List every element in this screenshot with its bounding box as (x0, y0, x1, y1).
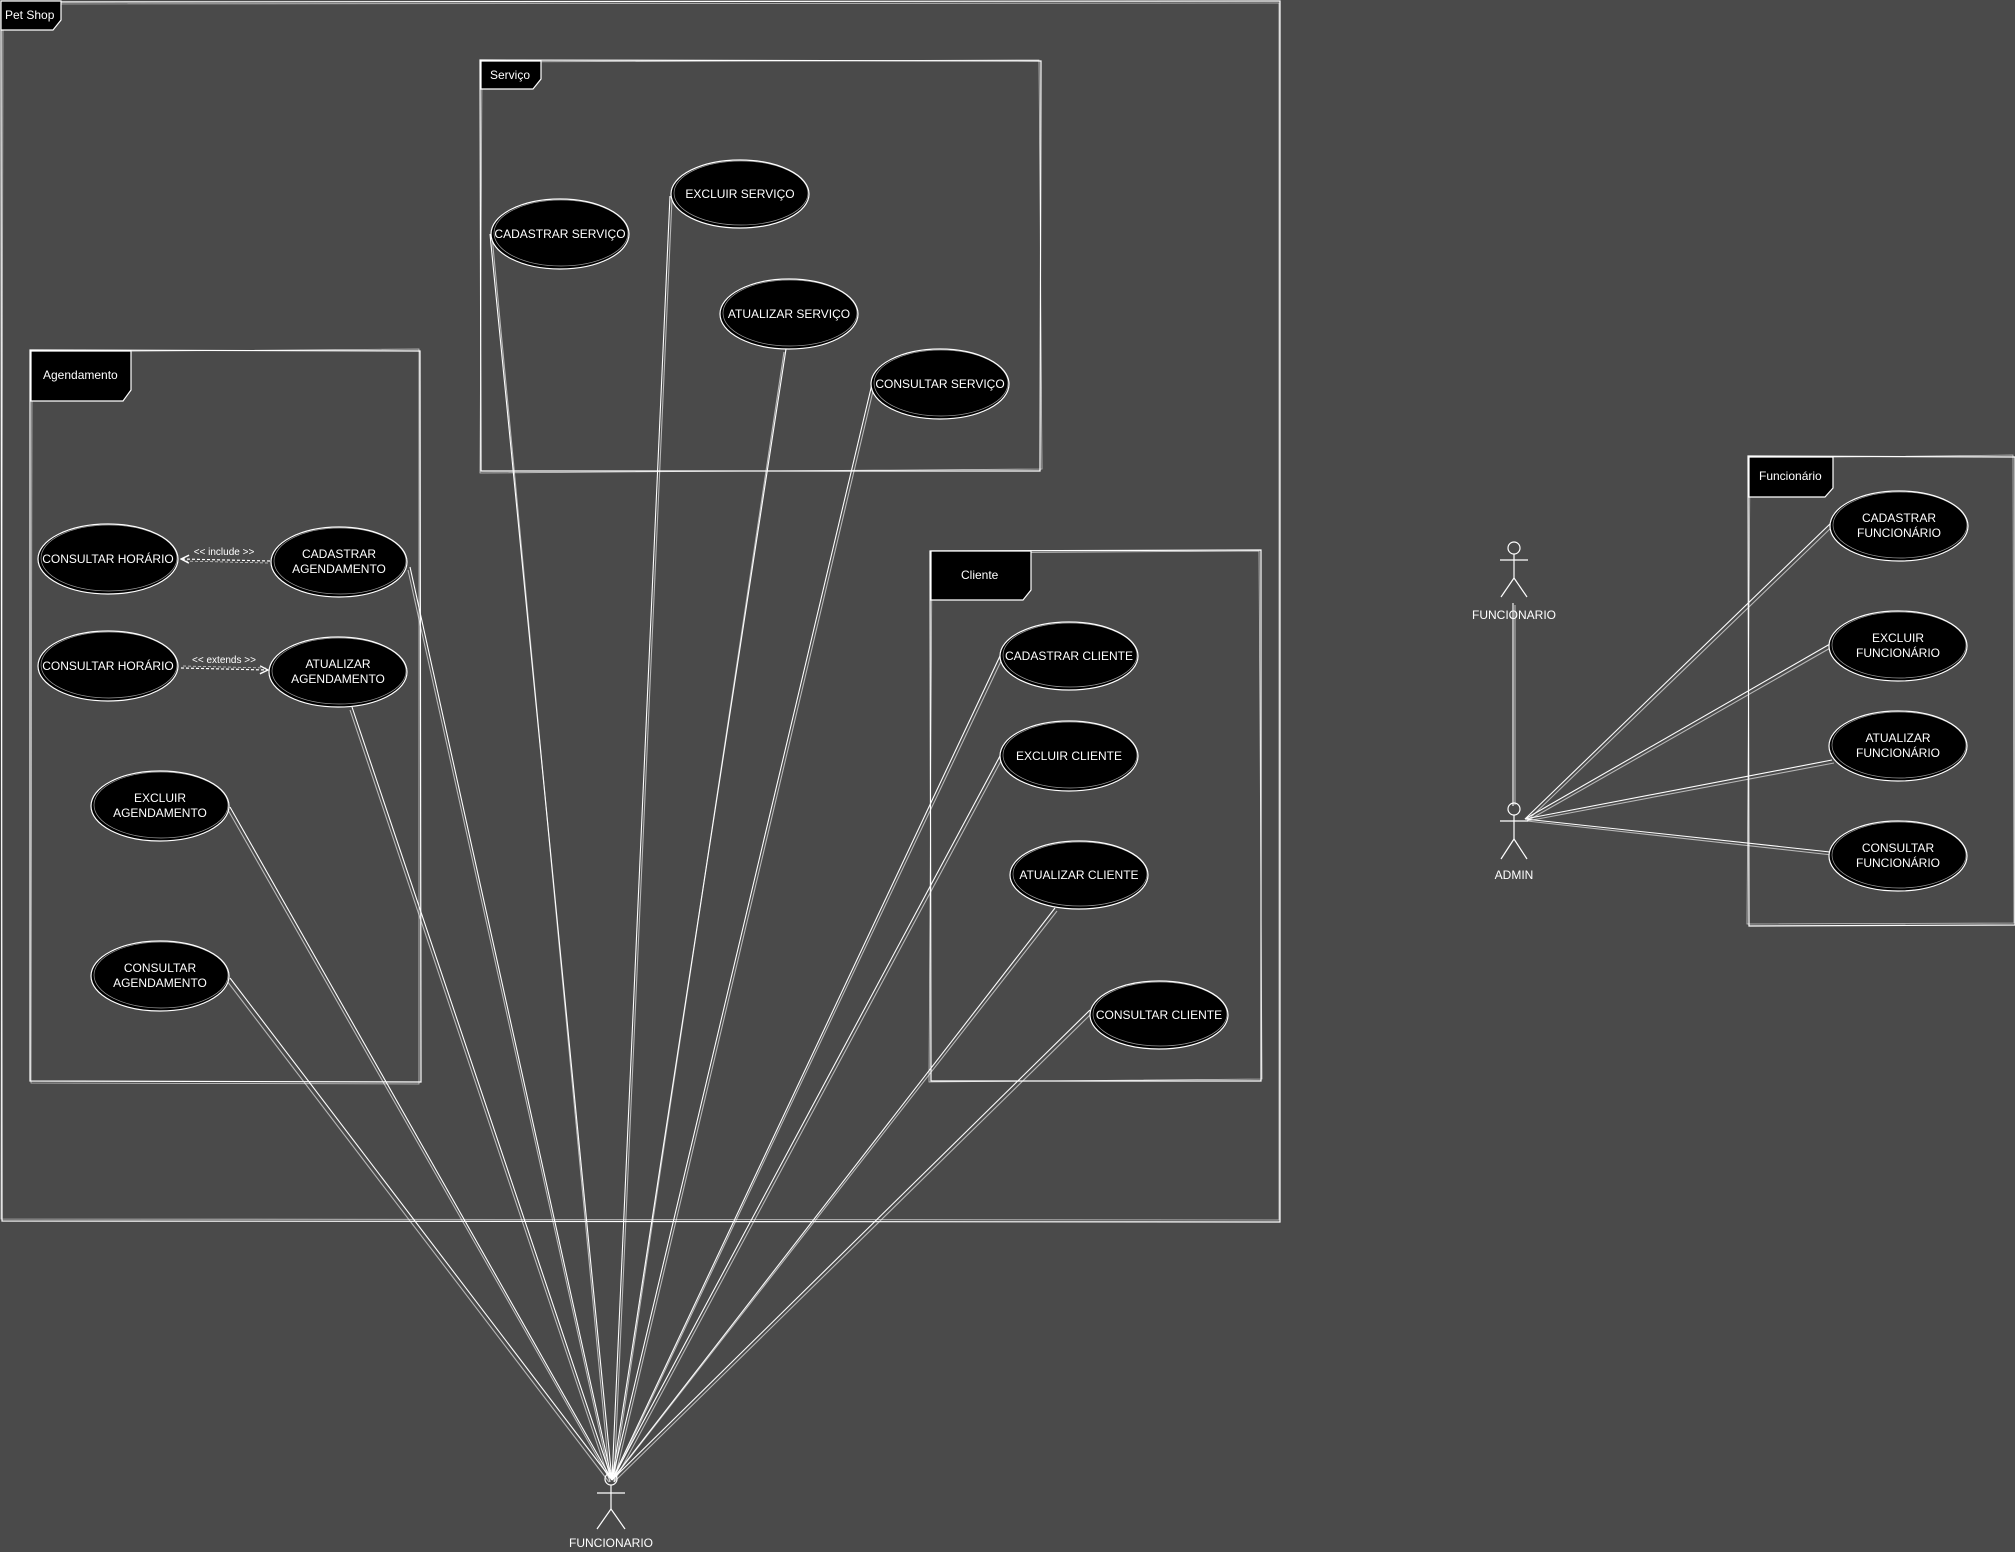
include-relation: << include >> (181, 547, 271, 563)
usecase-consultar-horario-2[interactable]: CONSULTAR HORÁRIO (37, 630, 179, 702)
frame-petshop: Pet Shop (0, 0, 1281, 1223)
frame-cliente-title: Cliente (961, 568, 999, 582)
usecase-label-line: FUNCIONÁRIO (1856, 855, 1940, 870)
frame-servico: Serviço (479, 59, 1043, 474)
include-label: << include >> (194, 547, 255, 558)
usecase-label: EXCLUIR SERVIÇO (685, 187, 794, 201)
frame-servico-title: Serviço (490, 68, 530, 82)
frame-petshop-title: Pet Shop (5, 8, 55, 22)
actor-label: FUNCIONARIO (569, 1536, 653, 1550)
stick-figure-icon (1500, 802, 1528, 860)
usecase-label-line: ATUALIZAR CLIENTE (1019, 868, 1138, 882)
usecase-label-line: EXCLUIR CLIENTE (1016, 749, 1122, 763)
usecase-consultar-cliente[interactable]: CONSULTAR CLIENTE (1089, 980, 1229, 1050)
usecase-consultar-horario-1[interactable]: CONSULTAR HORÁRIO (37, 523, 179, 595)
usecase-label-line: AGENDAMENTO (113, 806, 207, 820)
usecase-label-line: EXCLUIR (134, 791, 186, 805)
usecase-label-line: CADASTRAR (302, 547, 376, 561)
usecase-label-line: EXCLUIR (1872, 631, 1924, 645)
usecase-label: CONSULTAR CLIENTE (1096, 1008, 1222, 1022)
usecase-label-line: CONSULTAR CLIENTE (1096, 1008, 1222, 1022)
usecase-label-line: FUNCIONÁRIO (1856, 645, 1940, 660)
usecase-label-line: ATUALIZAR (305, 657, 370, 671)
usecase-label: CADASTRAR CLIENTE (1005, 649, 1133, 663)
usecase-label: ATUALIZAR CLIENTE (1019, 868, 1138, 882)
actor-label: ADMIN (1495, 868, 1534, 882)
extends-relation: << extends >> (180, 655, 268, 670)
usecase-atualizar-cliente[interactable]: ATUALIZAR CLIENTE (1009, 840, 1149, 910)
usecase-label-line: CADASTRAR CLIENTE (1005, 649, 1133, 663)
usecase-consultar-servico[interactable]: CONSULTAR SERVIÇO (870, 348, 1010, 420)
usecase-excluir-servico[interactable]: EXCLUIR SERVIÇO (670, 159, 810, 229)
usecase-label-line: CADASTRAR (1862, 511, 1936, 525)
frame-agendamento: Agendamento (29, 348, 422, 1085)
usecase-label-line: CONSULTAR (1862, 841, 1935, 855)
usecase-label-line: ATUALIZAR (1865, 731, 1930, 745)
usecase-label-line: CADASTRAR SERVIÇO (494, 227, 625, 241)
usecase-label: CONSULTAR HORÁRIO (42, 551, 174, 566)
usecase-label: CONSULTAR SERVIÇO (875, 377, 1004, 391)
usecase-excluir-cliente[interactable]: EXCLUIR CLIENTE (999, 720, 1139, 792)
usecase-label: EXCLUIR CLIENTE (1016, 749, 1122, 763)
usecase-cadastrar-cliente[interactable]: CADASTRAR CLIENTE (999, 621, 1139, 691)
usecase-atualizar-servico[interactable]: ATUALIZAR SERVIÇO (719, 278, 859, 350)
usecase-label-line: FUNCIONÁRIO (1856, 745, 1940, 760)
usecase-label-line: CONSULTAR HORÁRIO (42, 658, 174, 673)
actor-label: FUNCIONARIO (1472, 608, 1556, 622)
extends-label: << extends >> (192, 655, 256, 666)
actor-admin[interactable]: ADMIN (1495, 802, 1534, 882)
associations-funcionario (226, 195, 1093, 1483)
actor-funcionario-main[interactable]: FUNCIONARIO (569, 1472, 653, 1550)
usecase-label-line: AGENDAMENTO (113, 976, 207, 990)
usecase-label-line: AGENDAMENTO (292, 562, 386, 576)
usecase-label-line: ATUALIZAR SERVIÇO (728, 307, 850, 321)
usecase-label-line: AGENDAMENTO (291, 672, 385, 686)
stick-figure-icon (596, 1472, 626, 1530)
usecase-label-line: EXCLUIR SERVIÇO (685, 187, 794, 201)
usecase-label: ATUALIZAR SERVIÇO (728, 307, 850, 321)
frame-agendamento-title: Agendamento (43, 368, 118, 382)
usecase-label-line: CONSULTAR SERVIÇO (875, 377, 1004, 391)
usecase-cadastrar-servico[interactable]: CADASTRAR SERVIÇO (490, 198, 630, 270)
frame-funcionario: Funcionário (1746, 454, 2015, 927)
actor-funcionario-right[interactable]: FUNCIONARIO (1472, 541, 1556, 622)
usecase-label: CONSULTAR HORÁRIO (42, 658, 174, 673)
frame-funcionario-title: Funcionário (1759, 469, 1822, 483)
usecase-label-line: FUNCIONÁRIO (1857, 525, 1941, 540)
usecase-label-line: CONSULTAR HORÁRIO (42, 551, 174, 566)
usecase-label-line: CONSULTAR (124, 961, 197, 975)
associations-admin (1512, 521, 1835, 856)
stick-figure-icon (1500, 541, 1528, 598)
frame-cliente: Cliente (928, 549, 1263, 1083)
usecase-label: CADASTRAR SERVIÇO (494, 227, 625, 241)
